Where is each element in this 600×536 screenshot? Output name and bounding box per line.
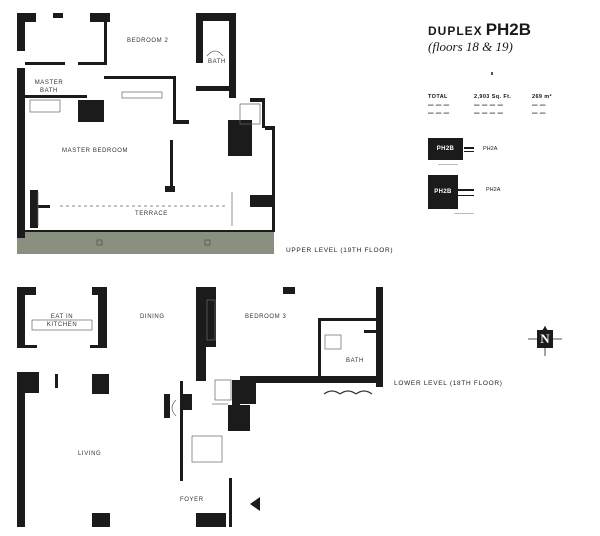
room-label-bedroom3: BEDROOM 3: [245, 314, 287, 320]
room-label-terrace: TERRACE: [135, 211, 168, 217]
area-table-row: ▬ ▬ ▬▬ ▬ ▬ ▬▬ ▬: [428, 102, 546, 108]
key-plan-box: PH2B: [428, 138, 463, 160]
lower-level-details: [31, 299, 373, 463]
room-label-eat-in-kitchen: EAT IN KITCHEN: [46, 314, 78, 328]
divider-mark: [491, 72, 493, 75]
lower-level-label: LOWER LEVEL (18TH FLOOR): [394, 380, 503, 387]
area-table: TOTAL 2,903 Sq. Ft. 269 m² ▬ ▬ ▬▬ ▬ ▬ ▬▬…: [428, 93, 572, 117]
total-sqm: 269 m²: [532, 94, 552, 100]
upper-level-label: UPPER LEVEL (19TH FLOOR): [286, 247, 394, 254]
key-plan-box: PH2B: [428, 175, 458, 209]
total-label: TOTAL: [428, 94, 448, 100]
key-plan-neighbor-label: PH2A: [486, 187, 501, 193]
area-table-row: ▬ ▬ ▬▬ ▬ ▬ ▬▬ ▬: [428, 110, 546, 116]
room-label-lower-bath: BATH: [346, 358, 364, 364]
terrace-deck: [17, 232, 274, 254]
north-compass: N: [528, 326, 562, 361]
compass-north-letter: N: [537, 330, 553, 348]
room-label-master-bedroom: MASTER BEDROOM: [62, 148, 129, 154]
title-prefix: DUPLEX: [428, 24, 483, 38]
room-label-foyer: FOYER: [180, 497, 204, 503]
floors-subtitle: (floors 18 & 19): [428, 39, 513, 54]
room-label-dining: DINING: [140, 314, 165, 320]
upper-level-plan: [17, 13, 275, 254]
upper-level-details: [29, 50, 261, 226]
room-label-bedroom2: BEDROOM 2: [127, 38, 169, 44]
title-unit: PH2B: [485, 20, 532, 39]
key-plan-neighbor-label: PH2A: [483, 146, 498, 152]
total-sqft: 2,903 Sq. Ft.: [474, 94, 512, 100]
area-table-total-row: TOTAL 2,903 Sq. Ft. 269 m²: [428, 93, 572, 101]
lower-level-plan: [17, 287, 383, 527]
room-label-master-bath: MASTER BATH: [34, 80, 64, 94]
room-label-upper-bath: BATH: [208, 59, 226, 65]
room-label-living: LIVING: [78, 451, 102, 457]
